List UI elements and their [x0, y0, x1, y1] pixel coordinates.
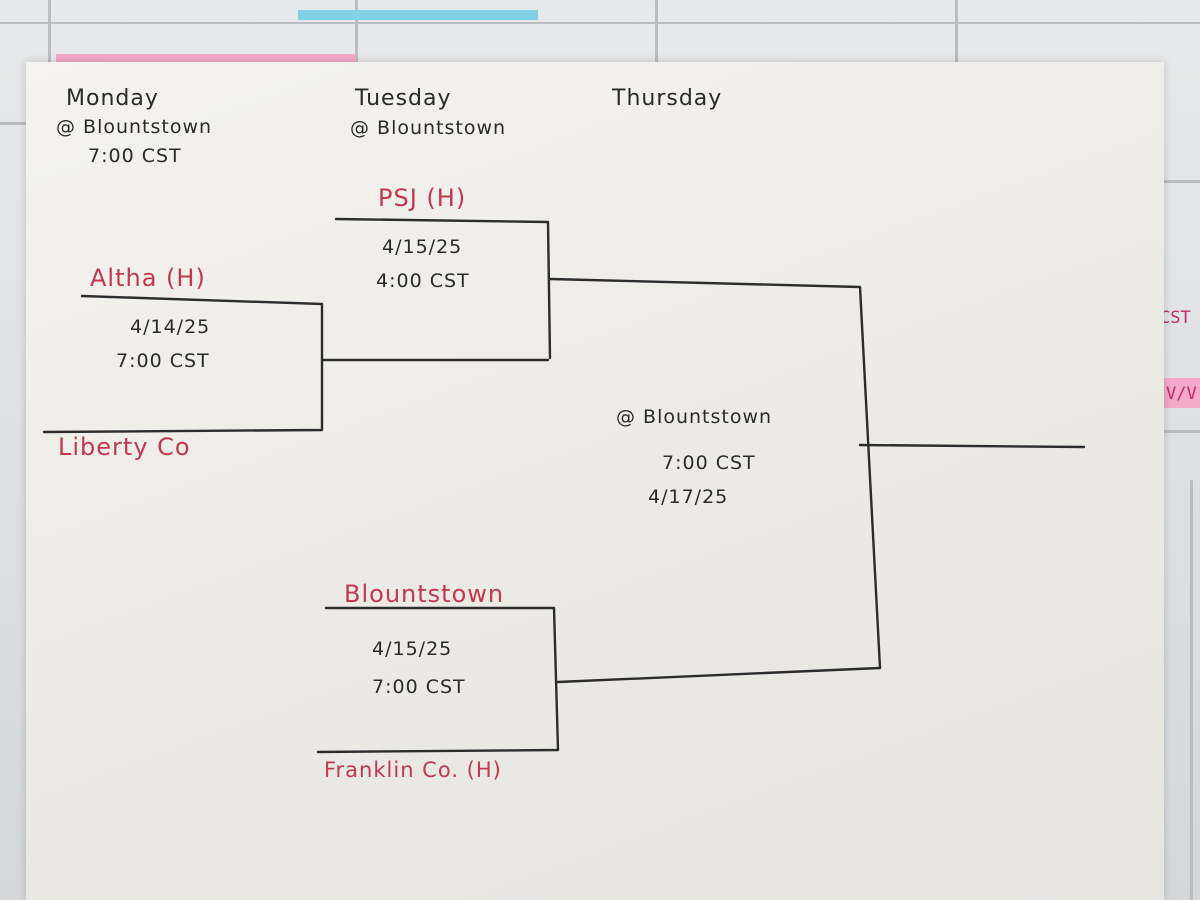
- background-edge-text-cst: CST: [1160, 308, 1191, 328]
- board-grid-line: [0, 22, 1200, 24]
- tuesday-venue: @ Blountstown: [350, 117, 507, 139]
- monday-match-date: 4/14/25: [130, 316, 211, 338]
- thursday-match-venue: @ Blountstown: [616, 406, 773, 428]
- monday-time: 7:00 CST: [88, 145, 182, 167]
- blue-sticky-tab: [298, 10, 538, 20]
- pink-sticky-tab: [1164, 378, 1200, 408]
- tuesday-top-time: 4:00 CST: [376, 270, 470, 292]
- monday-venue: @ Blountstown: [56, 116, 213, 138]
- tuesday-bottom-date: 4/15/25: [372, 638, 453, 660]
- monday-header: Monday: [66, 86, 159, 111]
- team-liberty-co: Liberty Co: [58, 433, 191, 461]
- board-grid-line: [1164, 180, 1200, 183]
- team-psj: PSJ (H): [378, 184, 467, 212]
- board-grid-line: [1164, 430, 1200, 433]
- monday-match-time: 7:00 CST: [116, 350, 210, 372]
- team-blountstown: Blountstown: [344, 580, 505, 608]
- board-grid-line: [955, 0, 958, 62]
- team-franklin-co: Franklin Co. (H): [324, 758, 502, 782]
- thursday-header: Thursday: [612, 86, 723, 111]
- bracket-paper: [26, 62, 1164, 900]
- thursday-match-date: 4/17/25: [648, 486, 729, 508]
- tuesday-header: Tuesday: [355, 86, 452, 111]
- tuesday-bottom-time: 7:00 CST: [372, 676, 466, 698]
- thursday-match-time: 7:00 CST: [662, 452, 756, 474]
- tuesday-top-date: 4/15/25: [382, 236, 463, 258]
- board-grid-line: [355, 0, 358, 62]
- board-grid-line: [1190, 480, 1193, 900]
- background-edge-text-vv: V/V: [1166, 384, 1197, 404]
- board-grid-line: [48, 0, 51, 62]
- board-grid-line: [655, 0, 658, 62]
- board-grid-line: [0, 122, 26, 125]
- team-altha: Altha (H): [90, 264, 206, 292]
- pink-sticky-tab: [56, 54, 356, 63]
